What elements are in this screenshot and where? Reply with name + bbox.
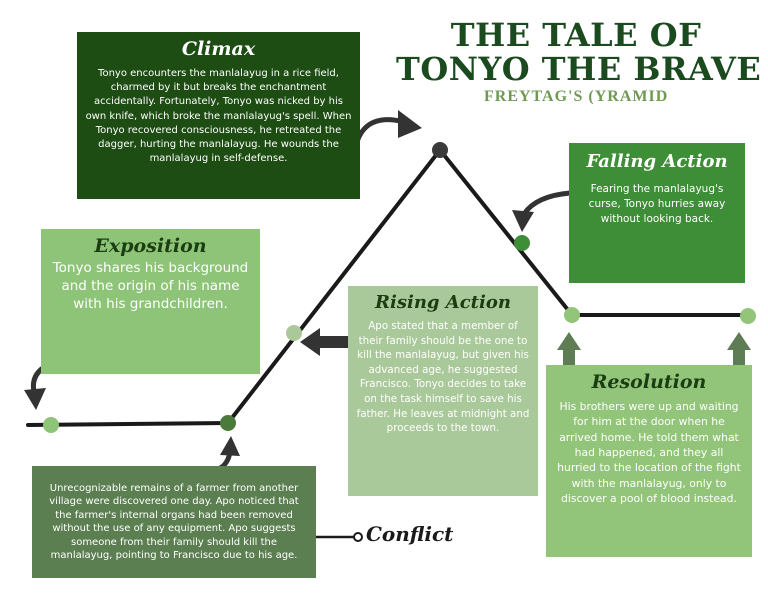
page-title-line-2: TONYO THE BRAVE <box>396 50 762 88</box>
rising-action-box: Rising Action Apo stated that a member o… <box>348 286 538 496</box>
falling-action-heading: Falling Action <box>586 151 728 172</box>
title-block: THE TALE OF TONYO THE BRAVE FREYTAG'S (Y… <box>396 16 762 106</box>
climax-node-icon <box>432 142 448 158</box>
resolution-up-arrow-right-icon <box>727 332 751 365</box>
resolution-node-left-icon <box>564 307 580 323</box>
conflict-box: Unrecognizable remains of a farmer from … <box>32 466 316 578</box>
rising-action-heading: Rising Action <box>375 292 511 313</box>
climax-box: Climax Tonyo encounters the manlalayug i… <box>77 32 360 199</box>
falling-action-text: Fearing the manlalayug's curse, Tonyo hu… <box>588 183 726 225</box>
climax-heading: Climax <box>181 38 256 60</box>
exposition-text: Tonyo shares his background and the orig… <box>52 260 249 313</box>
resolution-text: His brothers were up and waiting for him… <box>557 400 741 505</box>
climax-curved-arrow-icon <box>353 110 422 148</box>
resolution-box: Resolution His brothers were up and wait… <box>546 365 752 557</box>
rising-action-node-icon <box>286 325 302 341</box>
conflict-connector-dot-icon <box>353 532 363 542</box>
conflict-label: Conflict <box>366 522 454 546</box>
exposition-node-icon <box>43 417 59 433</box>
resolution-node-right-icon <box>740 308 756 324</box>
rising-action-left-arrow-icon <box>300 328 348 356</box>
exposition-heading: Exposition <box>94 235 207 257</box>
rising-action-text: Apo stated that a member of their family… <box>356 320 530 435</box>
falling-action-curved-arrow-icon <box>512 190 573 232</box>
resolution-heading: Resolution <box>591 371 707 393</box>
exposition-box: Exposition Tonyo shares his background a… <box>41 229 260 374</box>
page-title-line-1: THE TALE OF <box>450 16 702 54</box>
falling-action-box: Falling Action Fearing the manlalayug's … <box>569 143 745 283</box>
climax-text: Tonyo encounters the manlalayug in a ric… <box>85 68 352 165</box>
page-subtitle: FREYTAG'S (YRAMID <box>484 88 669 105</box>
conflict-node-icon <box>220 415 236 431</box>
resolution-up-arrow-left-icon <box>557 332 581 365</box>
falling-action-node-icon <box>514 235 530 251</box>
conflict-text: Unrecognizable remains of a farmer from … <box>49 482 299 562</box>
